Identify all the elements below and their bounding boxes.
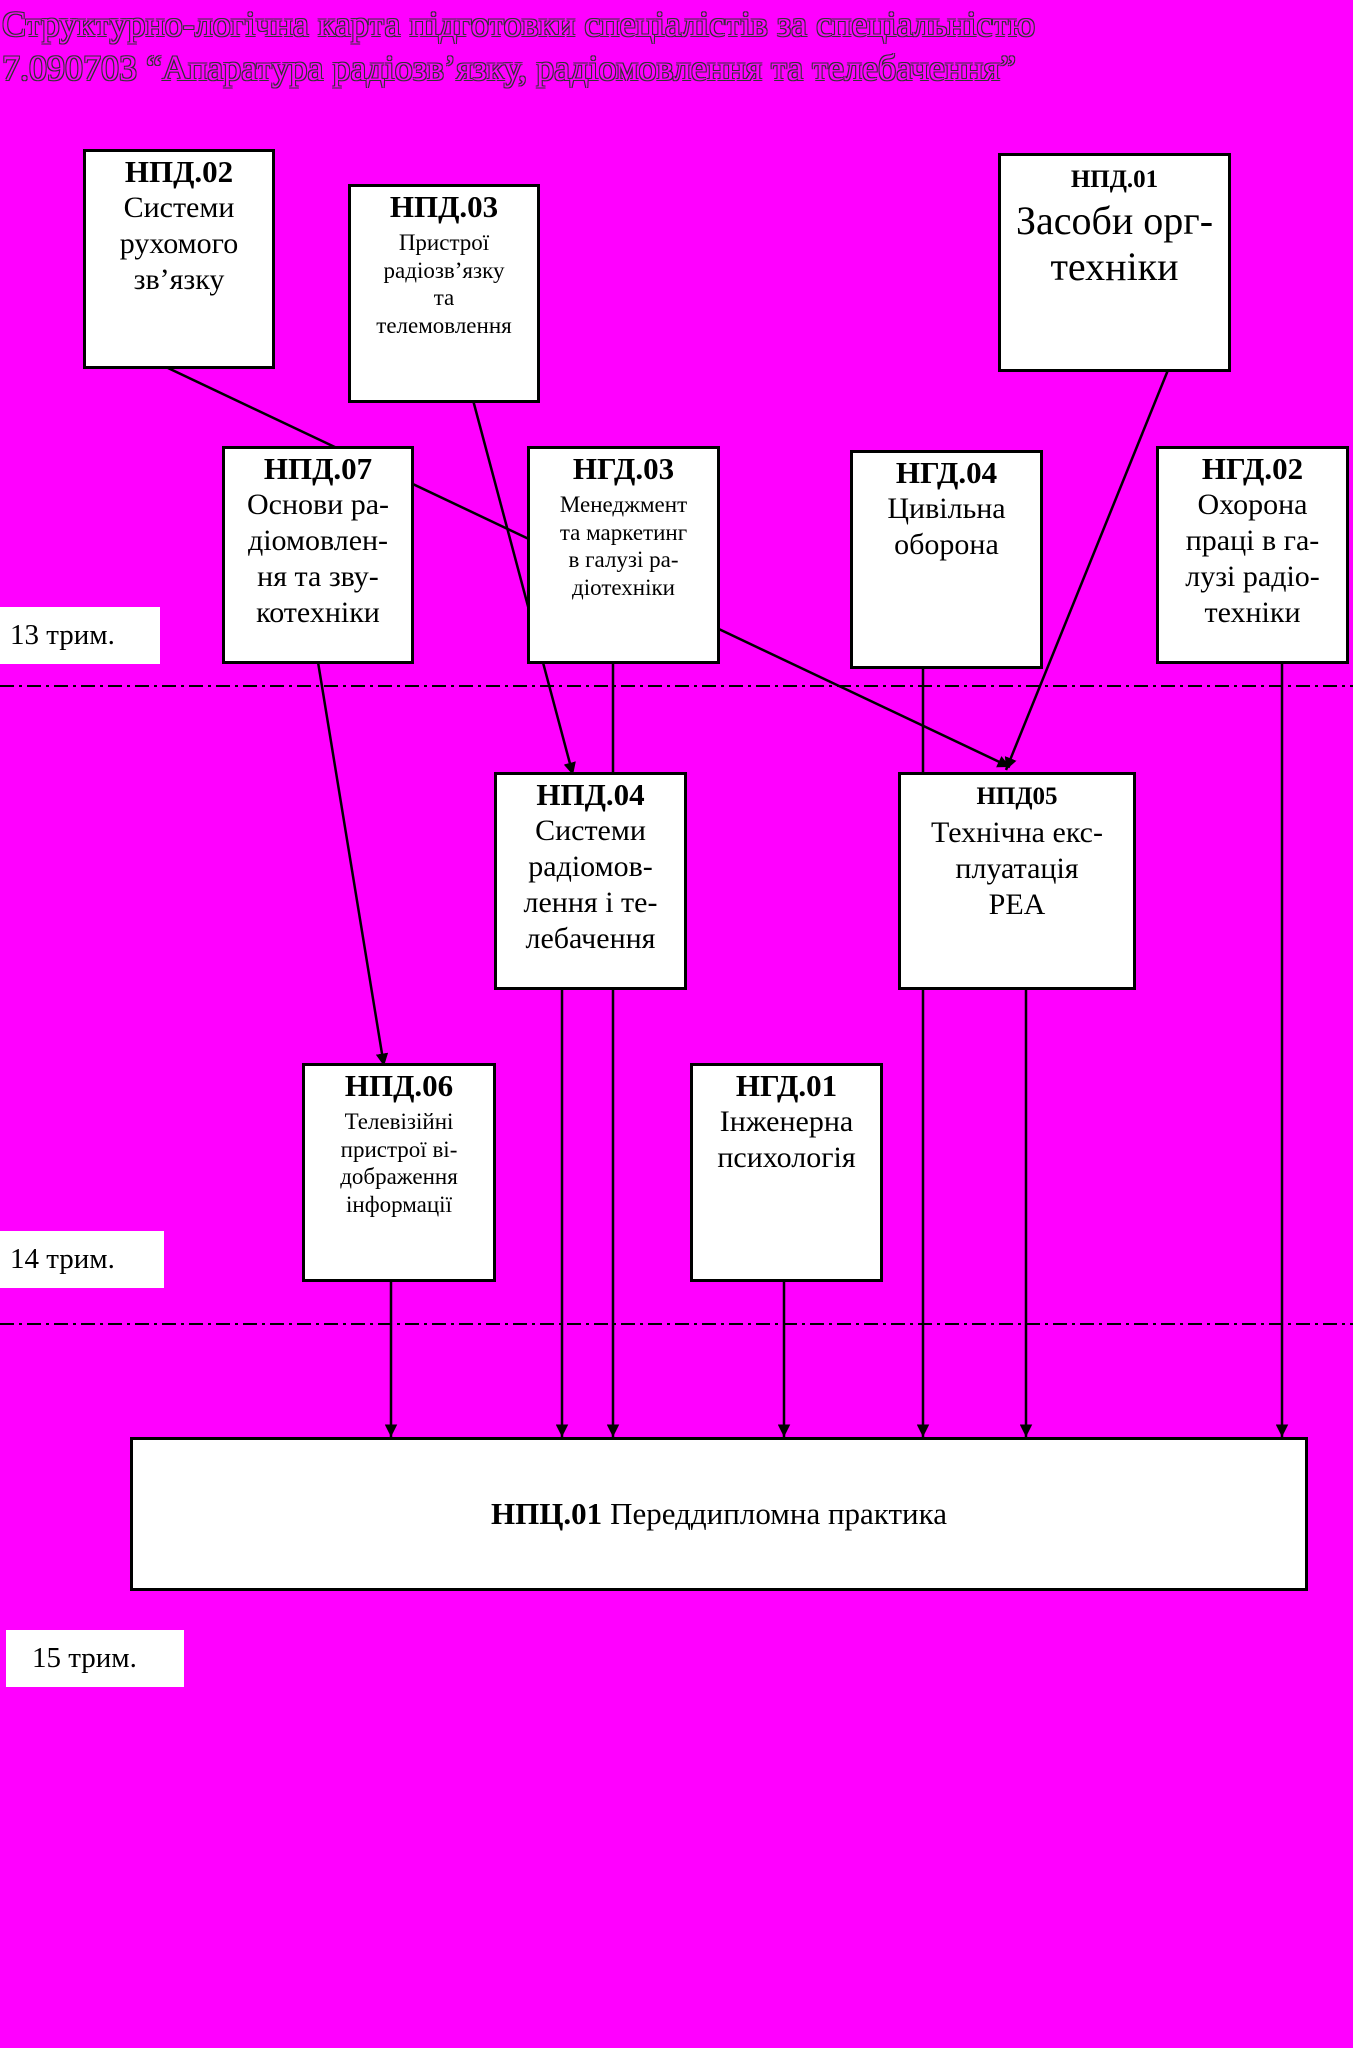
course-code: НГД.01 — [735, 1068, 838, 1103]
final-name: Переддипломна практика — [610, 1496, 947, 1531]
page-title: Структурно-логічна карта підготовки спец… — [2, 2, 1342, 90]
course-name-line: зв’язку — [133, 263, 225, 296]
course-name-line: РЕА — [988, 888, 1046, 921]
course-code: НГД.03 — [572, 451, 675, 486]
course-name-line: техніки — [1204, 596, 1301, 629]
course-box-npd07[interactable]: НПД.07 Основи ра- діомовлен- ня та зву- … — [222, 446, 414, 664]
course-box-ngd03[interactable]: НГД.03 Менеджмент та маркетинг в галузі … — [527, 446, 720, 664]
course-box-npd02[interactable]: НПД.02 Системи рухомого зв’язку — [83, 149, 275, 369]
course-name-line: оборона — [894, 528, 999, 561]
course-name-line: котехніки — [256, 596, 380, 629]
course-name-line: Технічна екс- — [931, 816, 1103, 849]
course-box-ngd02[interactable]: НГД.02 Охорона праці в га- лузі радіо- т… — [1156, 446, 1349, 664]
course-code: НПД.04 — [536, 777, 645, 812]
course-name-line: та маркетинг — [559, 519, 688, 545]
course-code: НПД.07 — [263, 451, 373, 486]
term-label-13: 13 трим. — [0, 607, 160, 664]
course-name-line: плуатація — [955, 852, 1079, 885]
course-code: НПД.01 — [1070, 166, 1159, 193]
title-line-1: Структурно-логічна карта підготовки спец… — [2, 4, 1036, 44]
course-name-line: лення і те- — [523, 886, 658, 919]
course-name-line: діотехніки — [572, 574, 675, 600]
course-name-line: рухомого — [119, 227, 239, 260]
course-name-line: інформації — [346, 1191, 452, 1217]
course-name-line: радіомов- — [528, 850, 653, 883]
final-code: НПЦ.01 — [491, 1496, 603, 1531]
course-box-npc01[interactable]: НПЦ.01 Переддипломна практика — [130, 1437, 1308, 1591]
course-name-line: Інженерна — [719, 1105, 854, 1138]
term-label-15: 15 трим. — [6, 1630, 184, 1687]
term-label-14: 14 трим. — [0, 1231, 164, 1288]
course-name-line: телемовлення — [376, 312, 512, 338]
arrow-npd01-npd05 — [1004, 369, 1170, 771]
arrow-npd07-npd06 — [316, 661, 389, 1067]
course-code: НПД.03 — [389, 189, 499, 224]
course-name-line: в галузі ра- — [568, 547, 679, 573]
course-name-line: Системи — [123, 191, 235, 224]
course-name-line: радіозв’язку — [383, 257, 505, 283]
course-box-npd04[interactable]: НПД.04 Системи радіомов- лення і те- леб… — [494, 772, 687, 990]
course-box-npd03[interactable]: НПД.03 Пристрої радіозв’язку та телемовл… — [348, 184, 540, 403]
course-name-line: праці в га- — [1185, 524, 1320, 557]
course-name-line: Пристрої — [398, 230, 490, 255]
course-box-npd05[interactable]: НПД05 Технічна екс- плуатація РЕА — [898, 772, 1136, 990]
arrow-npd03-npd04 — [471, 399, 576, 776]
course-code: НГД.04 — [895, 455, 998, 490]
course-name-line: Основи ра- — [246, 488, 390, 521]
course-name-line: Менеджмент — [559, 492, 688, 517]
course-name-line: дображення — [340, 1164, 458, 1190]
course-name-line: лебачення — [525, 922, 656, 955]
course-name-line: Телевізійні — [344, 1109, 454, 1134]
course-name-line: та — [433, 285, 455, 311]
course-name-line: Системи — [535, 814, 646, 847]
course-name-line: техніки — [1050, 244, 1179, 289]
course-name-line: пристрої ві- — [340, 1136, 458, 1162]
course-box-npd01[interactable]: НПД.01 Засоби орг- техніки — [998, 153, 1231, 372]
title-line-2: 7.090703 “Апаратура радіозв’язку, радіом… — [2, 48, 1016, 88]
course-name-line: лузі радіо- — [1185, 560, 1320, 593]
course-code: НГД.02 — [1201, 451, 1304, 486]
course-name-line: діомовлен- — [247, 524, 389, 557]
course-name-line: Засоби орг- — [1015, 198, 1214, 243]
course-box-ngd01[interactable]: НГД.01 Інженерна психологія — [690, 1063, 883, 1282]
course-name-line: Охорона — [1197, 488, 1308, 521]
course-name-line: Цивільна — [887, 492, 1006, 525]
course-name-line: ня та зву- — [257, 560, 379, 593]
course-code: НПД.06 — [344, 1068, 454, 1103]
course-code: НПД05 — [976, 783, 1058, 810]
course-name-line: психологія — [717, 1141, 856, 1174]
course-code: НПД.02 — [124, 154, 234, 189]
course-box-npd06[interactable]: НПД.06 Телевізійні пристрої ві- дображен… — [302, 1063, 496, 1282]
course-box-ngd04[interactable]: НГД.04 Цивільна оборона — [850, 450, 1043, 669]
